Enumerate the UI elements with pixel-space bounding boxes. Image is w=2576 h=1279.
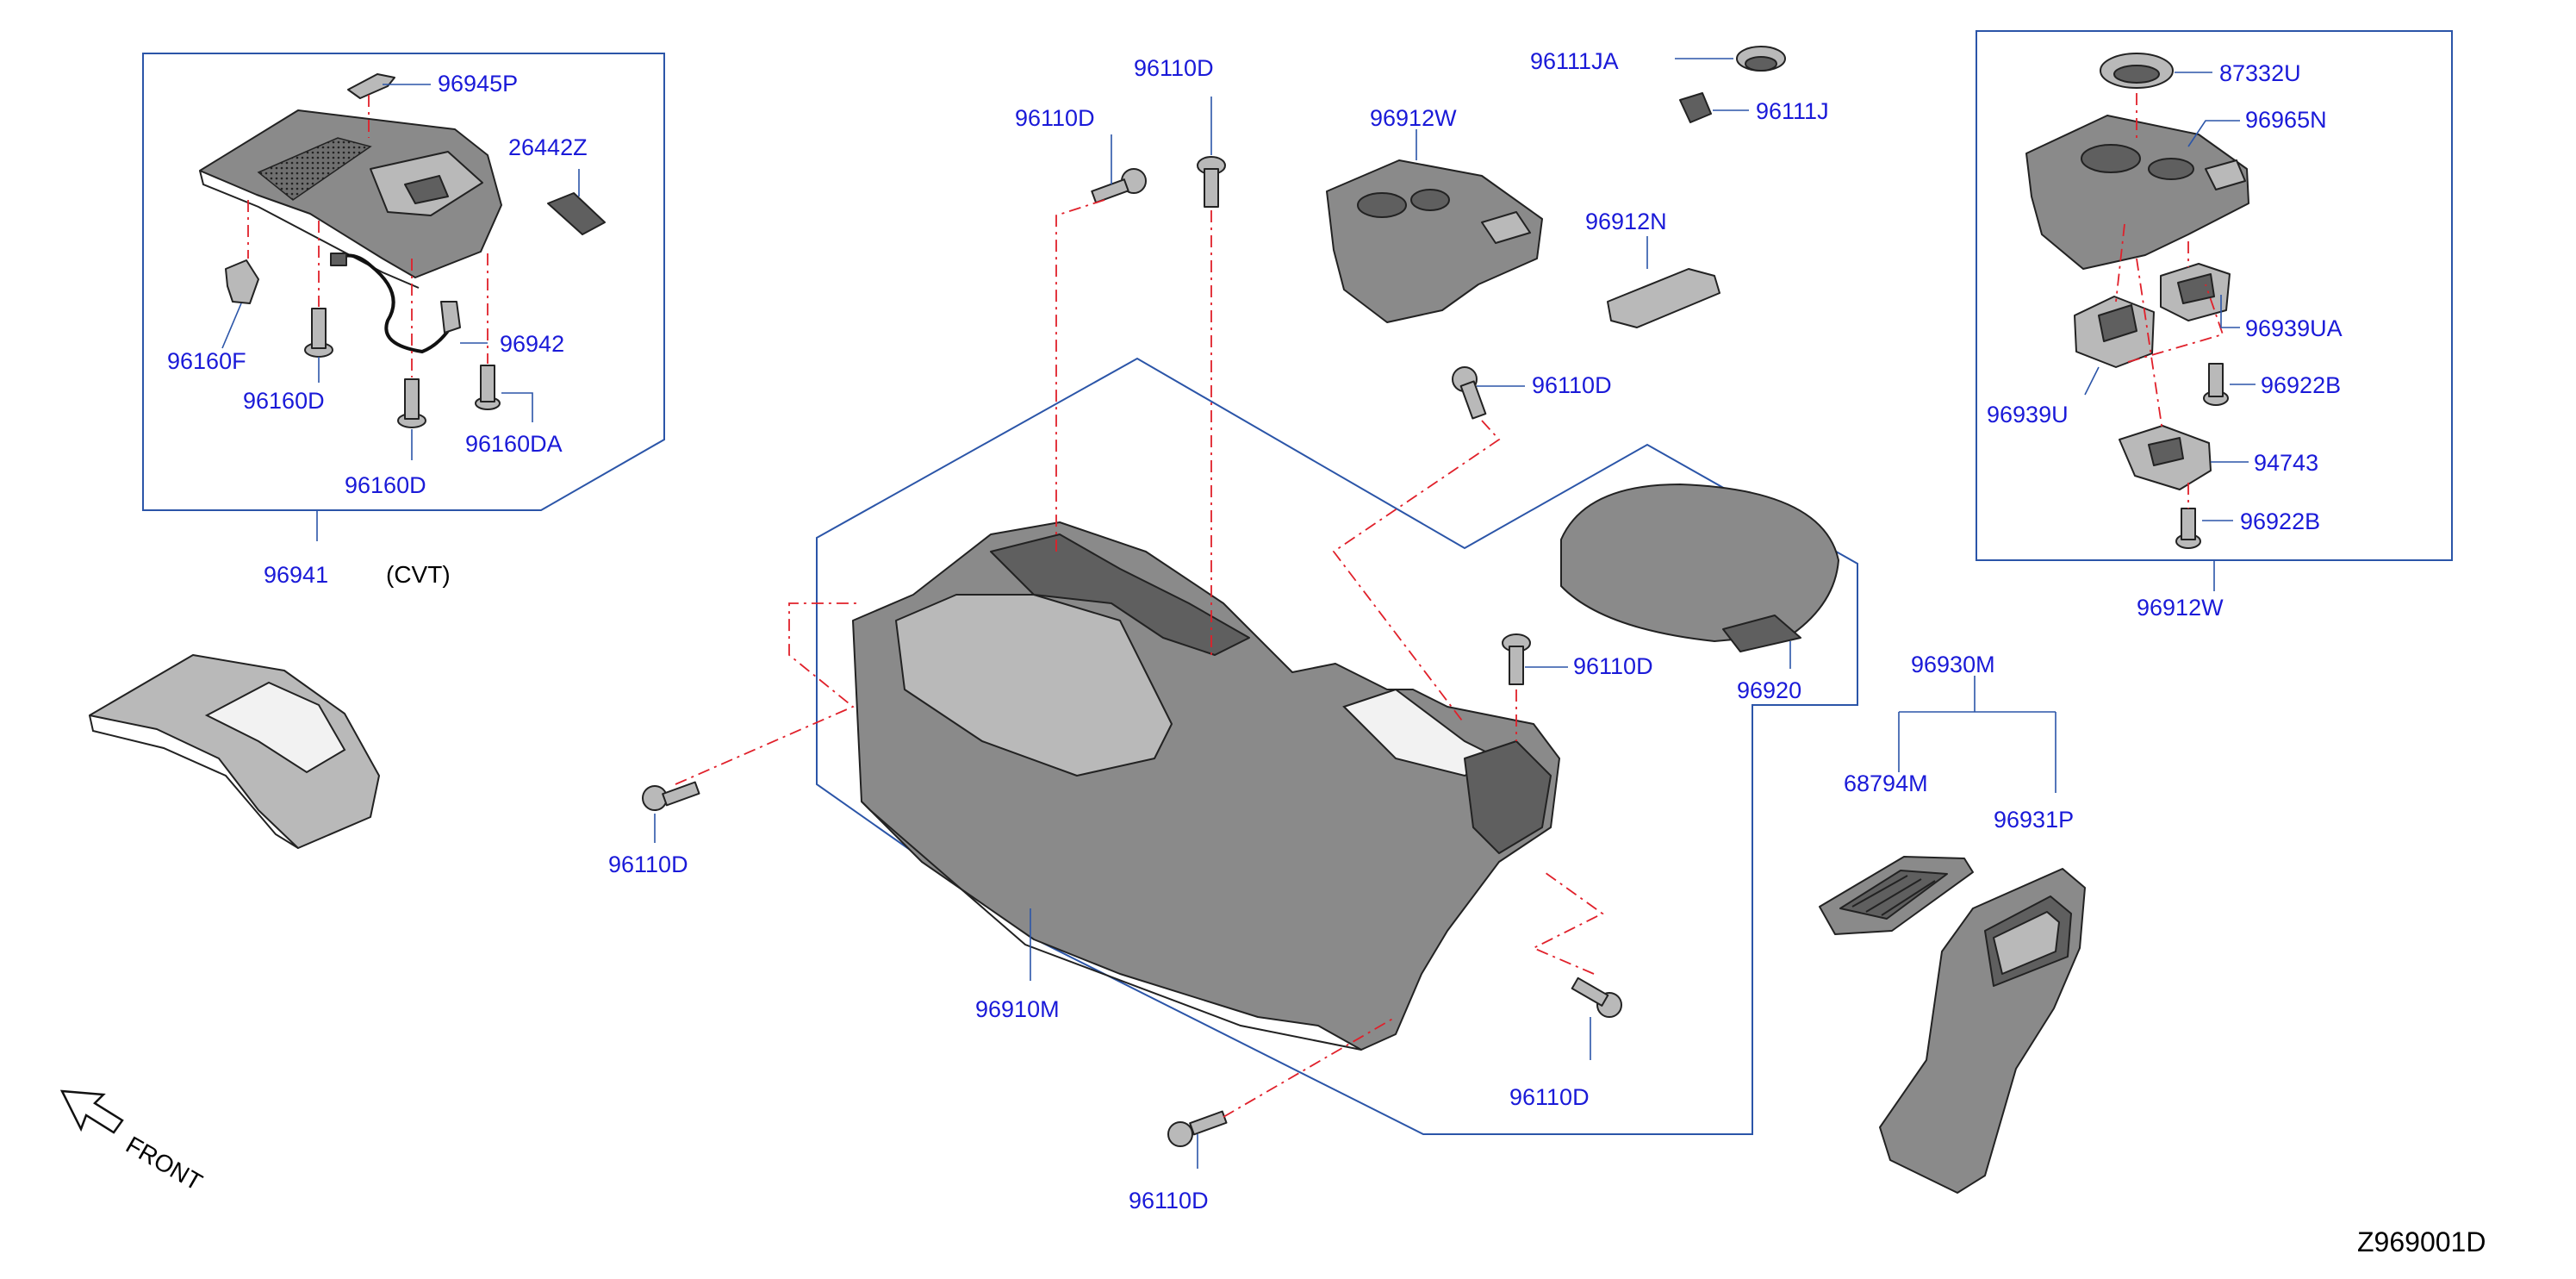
label-96920: 96920	[1737, 677, 1801, 703]
label-96110D-5: 96110D	[608, 852, 688, 877]
label-96945P: 96945P	[438, 71, 518, 97]
label-87332U: 87332U	[2219, 60, 2301, 86]
label-96160DA: 96160DA	[465, 431, 563, 457]
label-96160F: 96160F	[167, 348, 246, 374]
label-96922B-b: 96922B	[2240, 508, 2320, 534]
label-96931P: 96931P	[1994, 807, 2074, 833]
cvt-note: (CVT)	[386, 561, 451, 588]
lamp-26442Z-part[interactable]	[547, 192, 606, 235]
label-96910M: 96910M	[975, 996, 1060, 1022]
bracket-96939U-part[interactable]	[2074, 296, 2155, 368]
lid-96912N-part[interactable]	[1607, 268, 1720, 328]
armrest-lid-96920-part[interactable]	[1560, 484, 1839, 652]
console-body-group: 96110D 96110D 96110D 96110D 96110D 96110…	[608, 55, 1858, 1213]
clip-96160F-part[interactable]	[225, 259, 259, 304]
screw-96110D-7-part[interactable]	[1167, 1110, 1228, 1147]
screw-96922B-a-part[interactable]	[2203, 363, 2229, 406]
label-96939U: 96939U	[1987, 402, 2069, 427]
trim-96111JA-part[interactable]	[1736, 46, 1786, 72]
rear-finisher-group: 96930M 68794M 96931P	[1819, 652, 2086, 1194]
label-96939UA: 96939UA	[2245, 315, 2343, 341]
label-96110D-1: 96110D	[1015, 105, 1095, 131]
cup-holder-assembly-box	[1976, 30, 2453, 561]
label-96912W-top: 96912W	[1370, 105, 1457, 131]
label-96110D-3: 96110D	[1532, 372, 1612, 398]
screw-96160D-b-part[interactable]	[397, 378, 426, 428]
label-96110D-4: 96110D	[1573, 653, 1653, 679]
bracket-96939UA-part[interactable]	[2160, 263, 2231, 321]
holder-96965N-part[interactable]	[2025, 115, 2249, 270]
cup-holder-96912W-part[interactable]	[1326, 159, 1543, 323]
screw-96160DA-part[interactable]	[475, 365, 501, 410]
clip-96945P-part[interactable]	[347, 73, 395, 99]
screw-96110D-5-part[interactable]	[642, 781, 700, 811]
console-body-96910M-part[interactable]	[852, 521, 1560, 1051]
label-68794M: 68794M	[1844, 771, 1928, 796]
vent-68794M-part[interactable]	[1819, 856, 1974, 935]
cup-holder-assembly-group: 87332U 96965N 96939UA 96939U 96922B 9474…	[1976, 30, 2453, 621]
label-96922B-a: 96922B	[2261, 372, 2341, 398]
screw-96110D-2-part[interactable]	[1197, 156, 1226, 208]
label-96160D-b: 96160D	[345, 472, 426, 498]
label-96930M: 96930M	[1911, 652, 1995, 677]
finisher-96931P-part[interactable]	[1879, 868, 2086, 1194]
harness-96942-part[interactable]	[330, 253, 461, 354]
label-96912W-box: 96912W	[2137, 595, 2224, 621]
label-96942: 96942	[500, 331, 564, 357]
finisher-alternate-part[interactable]	[89, 654, 380, 849]
label-96110D-7: 96110D	[1129, 1188, 1209, 1213]
label-96965N: 96965N	[2245, 107, 2327, 133]
label-26442Z: 26442Z	[508, 134, 588, 160]
finisher-assembly-group: 96945P 26442Z 96160F 96942 96160D 96160D…	[142, 53, 665, 588]
screw-96110D-1-part[interactable]	[1091, 168, 1147, 204]
label-96111JA: 96111JA	[1530, 48, 1619, 74]
bracket-94743-part[interactable]	[2119, 425, 2212, 490]
label-96110D-2: 96110D	[1134, 55, 1214, 81]
screw-96110D-4-part[interactable]	[1502, 633, 1531, 685]
label-96941: 96941	[264, 562, 328, 588]
label-96160D-a: 96160D	[243, 388, 325, 414]
screw-96110D-6-part[interactable]	[1571, 976, 1622, 1018]
screw-96110D-3-part[interactable]	[1452, 366, 1487, 420]
screw-96160D-a-part[interactable]	[304, 308, 333, 358]
console-finisher-part[interactable]	[199, 109, 502, 289]
front-arrow: FRONT	[59, 1089, 207, 1195]
diagram-code: Z969001D	[2357, 1226, 2486, 1257]
front-label: FRONT	[121, 1131, 207, 1195]
switch-96111J-part[interactable]	[1679, 92, 1712, 123]
label-96110D-6: 96110D	[1509, 1084, 1590, 1110]
label-96912N: 96912N	[1585, 209, 1667, 234]
finisher-assembly-box	[142, 53, 665, 511]
ring-87332U-part[interactable]	[2100, 53, 2174, 89]
screw-96922B-b-part[interactable]	[2175, 508, 2201, 549]
label-94743: 94743	[2254, 450, 2318, 476]
label-96111J: 96111J	[1756, 98, 1829, 124]
